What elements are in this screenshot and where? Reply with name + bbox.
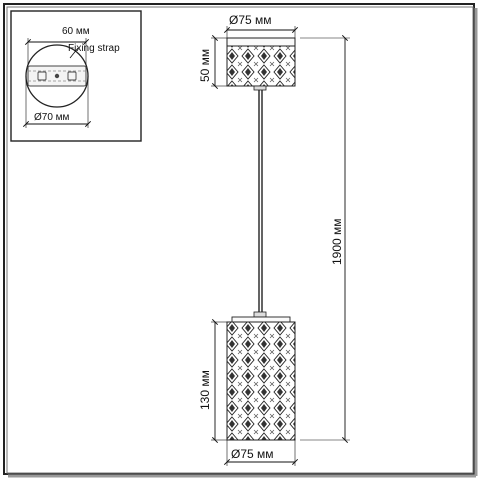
shade-body [226,321,296,441]
total-length-label: 1900 мм [330,218,344,265]
strap-hole-left [37,71,47,81]
strap-label: Fixing strap [68,43,120,54]
shade-top-cap [231,316,291,323]
inset-fixing-strap: 60 мм Fixing strap Ø70 мм [10,10,142,142]
cord: 1900 мм [253,34,350,444]
cord-grip [253,85,267,91]
shade-height-label: 130 мм [198,370,212,410]
strap-leader-line [69,47,79,59]
shade-diameter-label: Ø75 мм [231,447,274,461]
frame-outer [3,3,475,475]
canopy-body [226,45,296,87]
inset-diameter-label: Ø70 мм [34,112,70,123]
canopy-top-plate [226,37,296,47]
canopy-height-label: 50 мм [198,49,212,82]
shade: 130 мм Ø75 мм [198,316,299,466]
strap-hole-right [67,71,77,81]
shade-cord-grip [253,311,267,318]
canopy: Ø75 мм 50 мм [198,13,299,91]
strap-width-label: 60 мм [62,26,90,37]
canopy-diameter-label: Ø75 мм [229,13,272,27]
frame-inner [6,6,474,474]
